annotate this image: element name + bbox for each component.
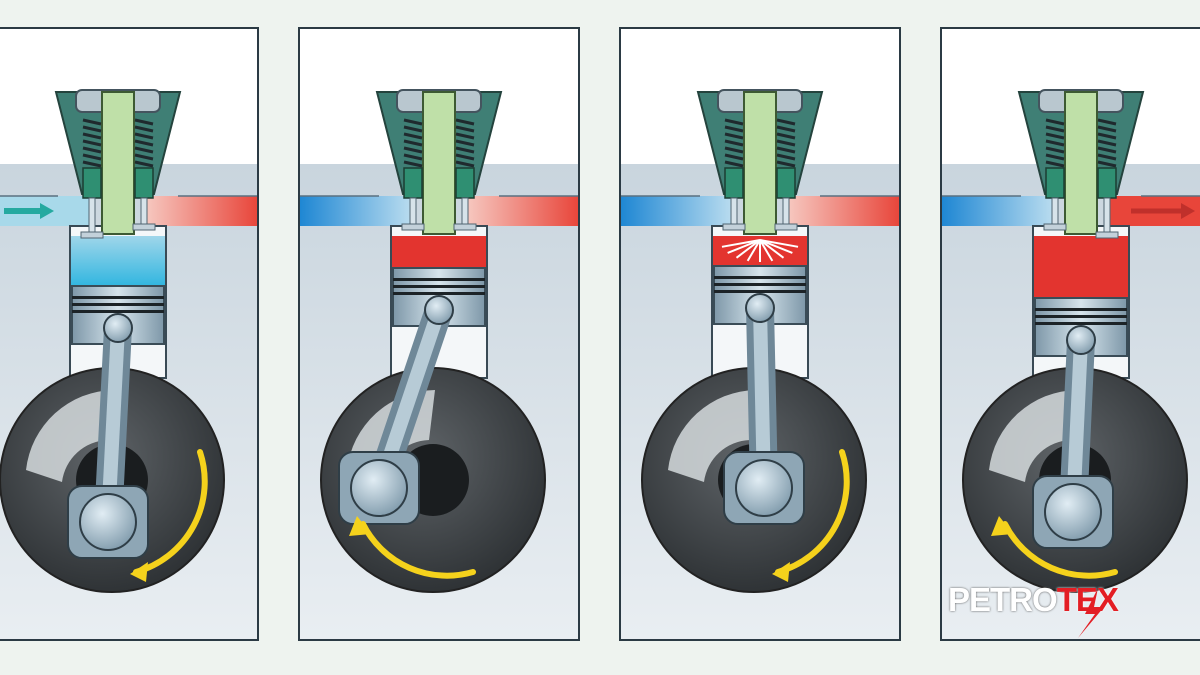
valve-guide xyxy=(776,167,796,199)
valve-stem xyxy=(730,197,738,227)
piston-ring xyxy=(72,296,164,299)
piston-ring xyxy=(393,278,485,281)
exhaust-port xyxy=(467,196,579,226)
piston-ring xyxy=(714,283,806,286)
combustion-chamber xyxy=(392,236,486,268)
rotation-arrowhead xyxy=(349,516,371,536)
piston-ring xyxy=(72,310,164,313)
spark-ray xyxy=(735,239,761,259)
valve-head xyxy=(1095,231,1119,239)
spark-ray xyxy=(746,239,761,262)
valve-stem xyxy=(782,197,790,227)
pushrod xyxy=(422,91,456,235)
piston-ring xyxy=(72,303,164,306)
rotation-arrow xyxy=(360,521,476,579)
spark-ray xyxy=(727,239,761,254)
rotation-arrowhead xyxy=(991,516,1013,536)
exhaust-port xyxy=(146,196,258,226)
crank-highlight xyxy=(26,390,114,482)
intake-flow-arrowhead xyxy=(40,203,54,219)
spark-ray xyxy=(721,239,761,248)
panel-frame xyxy=(619,27,901,641)
rotation-arrowhead xyxy=(772,562,790,582)
valve-stem xyxy=(1103,197,1111,235)
valve-guide xyxy=(134,167,154,199)
valve-stem xyxy=(1051,197,1059,227)
intake-port xyxy=(941,196,1053,226)
valve-head xyxy=(774,223,798,231)
exhaust-flow-arrowhead xyxy=(1181,203,1195,219)
spark-ray xyxy=(759,239,785,259)
stroke-panel-exhaust xyxy=(940,27,1200,641)
valve-guide xyxy=(724,167,744,199)
logo-part-petro: PETRO xyxy=(948,581,1058,618)
stroke-panel-intake xyxy=(0,27,259,641)
piston-ring xyxy=(1035,322,1127,325)
combustion-chamber xyxy=(1034,236,1128,298)
valve-head xyxy=(132,223,156,231)
valve-head xyxy=(453,223,477,231)
crank-highlight xyxy=(989,390,1077,482)
piston-ring xyxy=(1035,315,1127,318)
valve-head xyxy=(80,231,104,239)
rotation-arrow xyxy=(133,449,208,575)
spark-ray xyxy=(759,239,793,254)
valve-stem xyxy=(88,197,96,235)
pushrod xyxy=(743,91,777,235)
petrotex-logo: PETROTEX xyxy=(948,574,1128,640)
piston-ring xyxy=(714,290,806,293)
lightning-bolt-icon xyxy=(1078,588,1104,638)
crank-pin xyxy=(735,459,793,517)
wrist-pin xyxy=(103,313,133,343)
piston-ring xyxy=(1035,308,1127,311)
valve-head xyxy=(401,223,425,231)
intake-port xyxy=(620,196,732,226)
valve-stem xyxy=(409,197,417,227)
intake-port xyxy=(299,196,411,226)
valve-stem xyxy=(140,197,148,227)
stroke-panel-compression xyxy=(298,27,580,641)
combustion-chamber xyxy=(71,236,165,286)
piston-ring xyxy=(714,276,806,279)
wrist-pin xyxy=(1066,325,1096,355)
panel-frame xyxy=(940,27,1200,641)
pushrod xyxy=(101,91,135,235)
valve-guide xyxy=(455,167,475,199)
rotation-arrowhead xyxy=(130,562,148,582)
spark-ray xyxy=(759,239,774,262)
spark-ray xyxy=(759,239,799,248)
crank-pin xyxy=(79,493,137,551)
rotation-arrow xyxy=(775,449,850,575)
crank-pin xyxy=(350,459,408,517)
rotation-arrow xyxy=(1002,521,1118,579)
piston-ring xyxy=(393,285,485,288)
crank-highlight xyxy=(668,390,756,482)
valve-guide xyxy=(403,167,423,199)
exhaust-port xyxy=(788,196,900,226)
pushrod xyxy=(1064,91,1098,235)
logo-wordmark: PETROTEX xyxy=(948,580,1119,620)
valve-guide xyxy=(82,167,102,199)
valve-stem xyxy=(461,197,469,227)
crank-pin xyxy=(1044,483,1102,541)
valve-guide xyxy=(1045,167,1065,199)
stroke-panel-power xyxy=(619,27,901,641)
wrist-pin xyxy=(424,295,454,325)
valve-head xyxy=(722,223,746,231)
panel-frame xyxy=(298,27,580,641)
panel-frame xyxy=(0,27,259,641)
piston-ring xyxy=(393,292,485,295)
wrist-pin xyxy=(745,293,775,323)
valve-guide xyxy=(1097,167,1117,199)
valve-head xyxy=(1043,223,1067,231)
